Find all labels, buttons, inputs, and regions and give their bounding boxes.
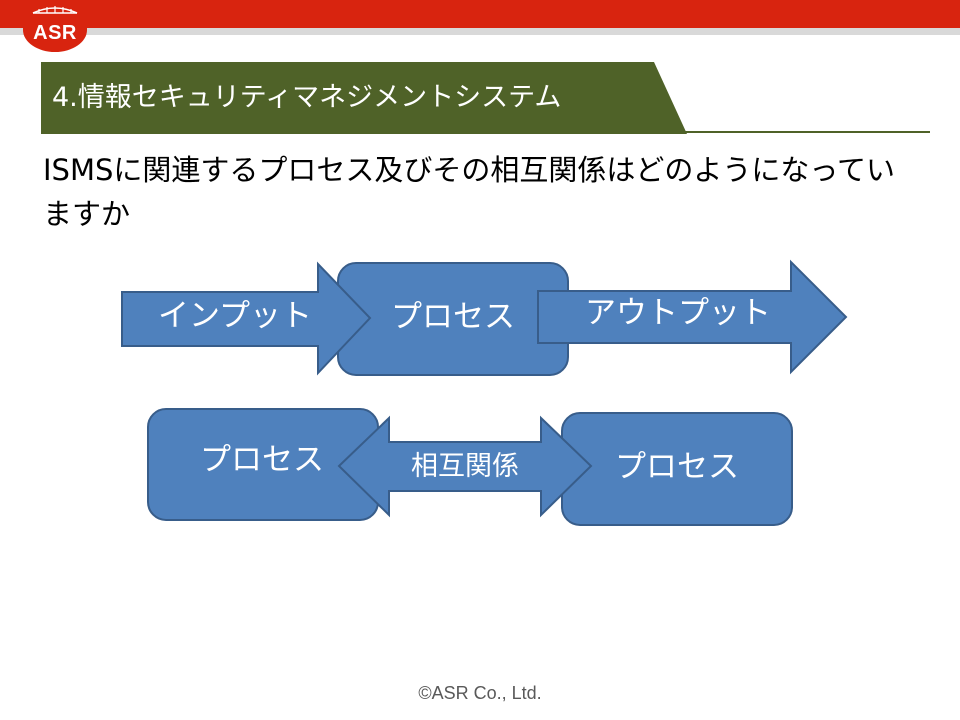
footer-copyright: ©ASR Co., Ltd.	[418, 683, 542, 703]
top-bar	[0, 0, 960, 28]
process-box-main-label: プロセス	[391, 299, 515, 335]
slide-title: 4.情報セキュリティマネジメントシステム	[52, 82, 562, 113]
output-arrow	[537, 259, 848, 375]
logo-text: ASR	[33, 22, 77, 44]
input-arrow-label: インプット	[158, 298, 312, 334]
asr-logo: ASR	[21, 0, 89, 52]
relation-arrow-label: 相互関係	[411, 451, 519, 482]
process-box-right-label: プロセス	[615, 449, 739, 485]
relation-double-arrow	[337, 415, 593, 518]
process-box-left-label: プロセス	[200, 442, 324, 478]
question-text: ISMSに関連するプロセス及びその相互関係はどのようになっていますか	[43, 153, 895, 231]
output-arrow-label: アウトプット	[585, 295, 771, 331]
title-underline	[684, 131, 930, 133]
input-arrow	[121, 261, 372, 376]
logo-badge-icon	[23, 6, 87, 52]
title-banner	[41, 62, 687, 134]
top-bar-shadow	[0, 28, 960, 35]
